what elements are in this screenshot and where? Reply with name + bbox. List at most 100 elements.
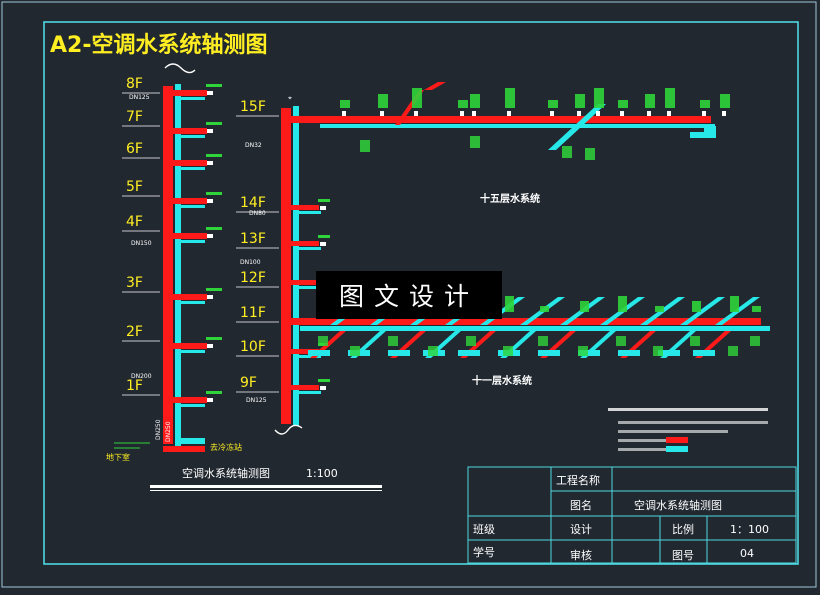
terminal-stub [388,350,410,356]
floor-label: 5F [126,179,143,195]
note-line [608,408,768,411]
drawing-border [43,21,799,565]
note-line [618,439,678,442]
equipment-tag [618,100,628,108]
terminal-stub [458,350,480,356]
annotation-tag [206,288,222,291]
riser-top-symbol: ⌖ [288,94,292,102]
equipment-tag [578,346,588,356]
to-chiller-label: 去冷冻站 [210,442,242,452]
valve-symbol [647,111,651,116]
floor-return-branch [299,286,321,289]
title-block-frame [467,466,797,564]
pipe-label-dn125: DN125 [246,397,267,404]
floor-supply-branch [173,128,207,134]
return-main [320,124,715,128]
equipment-tag [540,306,549,312]
annotation-tag [206,227,222,230]
right-floor-branches [291,199,330,394]
caption-underline [150,485,382,488]
class-label: 班级 [473,523,495,536]
scale-value: 1：100 [730,523,769,536]
terminal-stub [308,350,330,356]
supply-riser-pipe [281,108,291,424]
project-name-label: 工程名称 [556,473,600,487]
equipment-tag [728,346,738,356]
drawing-caption: 空调水系统轴测图 1:100 [150,466,382,491]
floor-supply-branch [173,160,207,166]
return-outlet-pipe [175,438,205,444]
pipe-label-dn200: DN200 [131,373,152,380]
equipment-tag [466,336,476,346]
supply-outlet-pipe [163,446,205,452]
design-label: 设计 [570,523,592,536]
floor-label: 13F [240,231,266,247]
valve-symbol [620,111,624,116]
equipment-tag [655,306,664,312]
student-id-label: 学号 [473,545,495,559]
floor-label: 2F [126,324,143,340]
terminal-stub [578,350,600,356]
valve-symbol [207,295,213,299]
valve-symbol [577,111,581,116]
equipment-tag [653,346,663,356]
supply-branch [424,82,446,90]
equipment-tag [575,94,585,108]
equipment-tag [505,88,515,108]
floor-label: 10F [240,339,266,355]
equipment-tag [618,296,627,312]
note-line [618,421,768,424]
pipe-label-dn100: DN100 [240,259,261,266]
pipe-label-dn150: DN150 [131,240,152,247]
valve-symbol [207,161,213,165]
floor-return-branch [181,205,205,208]
return-branch [548,104,606,150]
annotation-tag [206,84,222,87]
floor-return-branch [181,135,205,138]
valve-symbol [507,111,511,116]
pipe-label-dn32: DN32 [245,142,262,149]
floor-label: 11F [240,305,266,321]
note-line [618,448,678,451]
scale-label: 比例 [672,522,694,536]
equipment-tag [580,301,589,312]
valve-symbol [380,111,384,116]
floor-label: 6F [126,141,143,157]
floor-label: 1F [126,378,143,394]
supply-main [291,116,711,123]
terminal-stub [693,350,715,356]
equipment-tag [730,296,739,312]
drawing-name-value: 空调水系统轴测图 [634,498,722,512]
floor-return-branch [181,240,205,243]
floor-supply-branch [173,294,207,300]
drawing-no-label: 图号 [672,549,694,562]
equipment-tag [692,301,701,312]
annotation-tag [318,199,330,202]
equipment-tag [428,346,438,356]
drawing-no-value: 04 [740,547,754,560]
valve-symbol [207,234,213,238]
valve-symbol [320,242,326,246]
equipment-tag [340,100,350,108]
floor-return-branch [299,391,321,394]
annotation-tag [206,391,222,394]
valve-symbol [414,111,418,116]
caption-underline-thin [150,490,382,491]
annotation-tag [206,192,222,195]
equipment-tag [616,336,626,346]
pipe-label-dn250-a: DN250 [155,419,162,440]
annotation-tag [318,379,330,382]
floor-return-branch [181,167,205,170]
legend-return-swatch [666,446,688,452]
pipe-label-dn250-b: DN250 [165,421,172,442]
equipment-tag [350,346,360,356]
equipment-tag [700,100,710,108]
equipment-tag [665,88,675,108]
floor-label: 4F [126,214,143,230]
floor-supply-branch [291,205,319,210]
return-end [704,126,716,138]
break-mark [164,63,196,74]
